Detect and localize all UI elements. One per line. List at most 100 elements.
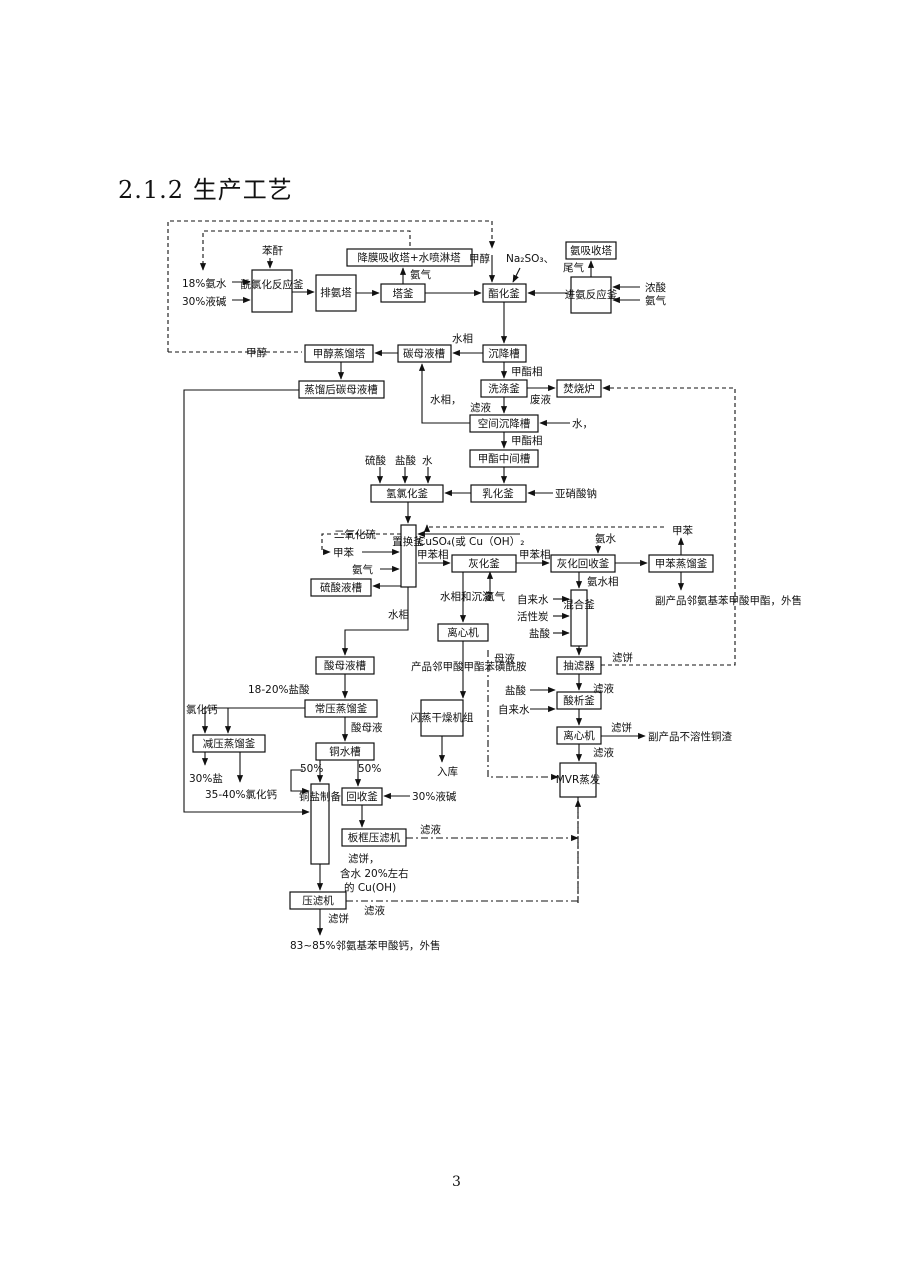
- svg-text:蒸馏后碳母液槽: 蒸馏后碳母液槽: [304, 383, 378, 396]
- svg-text:焚烧炉: 焚烧炉: [563, 382, 595, 395]
- svg-text:抽滤器: 抽滤器: [563, 659, 595, 672]
- label-filtrate4: 滤液: [420, 823, 441, 836]
- label-filtrate5: 滤液: [364, 904, 385, 917]
- svg-text:排氨塔: 排氨塔: [320, 286, 352, 299]
- label-caustic30b: 30%液碱: [412, 790, 457, 803]
- svg-text:MVR蒸发: MVR蒸发: [556, 773, 601, 786]
- svg-text:甲苯蒸馏釜: 甲苯蒸馏釜: [655, 557, 708, 570]
- node-recovery: 回收釜: [341, 787, 383, 806]
- node-ester-mid: 甲酯中间槽: [469, 449, 539, 468]
- label-hcl3: 盐酸: [505, 684, 526, 697]
- edge-copper-to-salt: [316, 759, 333, 783]
- label-ammonia-phase: 氨水相: [587, 575, 619, 588]
- label-ammonia-gas-right: 氨气: [645, 294, 666, 307]
- svg-text:氨吸收塔: 氨吸收塔: [570, 244, 612, 257]
- node-acid-mother: 酸母液槽: [315, 656, 375, 675]
- node-hydrochlorination: 氢氯化釜: [370, 484, 444, 503]
- label-methanol-left: 甲醇: [246, 346, 267, 359]
- svg-text:板框压滤机: 板框压滤机: [348, 831, 401, 844]
- svg-text:离心机: 离心机: [563, 729, 595, 742]
- label-50pct-a: 50%: [300, 763, 323, 775]
- label-byproduct2: 副产品不溶性铜渣: [648, 730, 732, 743]
- node-wash: 洗涤釜: [480, 379, 528, 398]
- svg-text:混合釜: 混合釜: [563, 598, 595, 611]
- label-filter-cake1: 滤饼: [612, 651, 633, 664]
- node-salt-prep: 铜盐制备: [299, 783, 341, 865]
- label-final-product: 83~85%邻氨基苯甲酸钙，外售: [290, 939, 441, 952]
- edge-settle2-to-mother: [418, 363, 470, 424]
- label-caustic30: 30%液碱: [182, 295, 227, 308]
- label-50pct-b: 50%: [358, 763, 381, 775]
- label-ammonia-gas4: 氨气: [484, 590, 505, 603]
- node-furnace: 焚烧炉: [556, 379, 602, 398]
- label-water1: 水，: [572, 418, 593, 430]
- label-so2: 二氧化硫: [334, 528, 376, 541]
- label-water-phase-precip: 水相和沉淀: [440, 590, 493, 603]
- node-dryer: 闪蒸干燥机组: [411, 699, 474, 737]
- node-plate-filter: 板框压滤机: [341, 828, 407, 847]
- page-number: 3: [452, 1174, 461, 1190]
- node-toluene-dist: 甲苯蒸馏釜: [648, 554, 714, 573]
- node-ammonia-recovery-tower: 排氨塔: [315, 274, 357, 312]
- edge-hp-to-vac: [224, 707, 305, 734]
- svg-text:减压蒸馏釜: 减压蒸馏釜: [203, 737, 256, 750]
- edge-cacl-feed: [201, 707, 232, 734]
- svg-text:灰化回收釜: 灰化回收釜: [557, 557, 610, 570]
- label-tap-water2: 自来水: [498, 703, 530, 716]
- svg-text:乳化釜: 乳化釜: [482, 487, 514, 500]
- svg-text:闪蒸干燥机组: 闪蒸干燥机组: [411, 711, 474, 724]
- svg-text:回收釜: 回收釜: [346, 790, 378, 803]
- node-pump: 抽滤器: [556, 656, 602, 675]
- node-acidify: 酸析釜: [556, 691, 602, 710]
- node-vac-dist: 减压蒸馏釜: [192, 734, 266, 753]
- label-methanol-top: 甲醇: [469, 252, 490, 265]
- label-waste: 废液: [530, 393, 551, 406]
- label-ester-phase2: 甲酯相: [511, 434, 543, 447]
- svg-text:铜盐制备: 铜盐制备: [299, 790, 341, 803]
- label-tail-gas: 尾气: [563, 261, 584, 274]
- edge-cake-to-furnace: [601, 384, 736, 666]
- edge-so2-loop: [321, 533, 401, 556]
- node-absorb-tower: 降膜吸收塔+水喷淋塔: [346, 248, 473, 267]
- label-benzene: 苯酐: [262, 244, 283, 257]
- label-conc-acid: 浓酸: [645, 281, 666, 294]
- label-sulfuric: 硫酸: [365, 454, 386, 467]
- edge-post-to-salt: [183, 389, 310, 816]
- node-press-filter: 压滤机: [289, 891, 347, 910]
- edge-toluene-return: [423, 524, 664, 532]
- edge-replace-to-acid-mother: [341, 587, 409, 656]
- svg-text:酸母液槽: 酸母液槽: [324, 659, 366, 672]
- node-tower-kettle: 塔釜: [380, 283, 426, 303]
- svg-text:酰氯化反应釜: 酰氯化反应釜: [241, 278, 304, 291]
- node-mixer: 混合釜: [563, 589, 595, 647]
- label-tap-water1: 自来水: [517, 593, 549, 606]
- label-ammonia-gas3: 氨气: [352, 563, 373, 576]
- label-water-content: 含水 20%左右: [340, 867, 409, 880]
- edge-loop-outer: [167, 220, 496, 352]
- svg-text:甲酯中间槽: 甲酯中间槽: [478, 452, 531, 465]
- label-byproduct1: 副产品邻氨基苯甲酸甲酯，外售: [655, 594, 802, 607]
- node-centrifuge2: 离心机: [556, 726, 602, 745]
- node-settle2: 空间沉降槽: [469, 414, 539, 433]
- label-ammonia18: 18%氨水: [182, 277, 227, 290]
- svg-text:常压蒸馏釜: 常压蒸馏釜: [315, 702, 368, 715]
- label-water-phase2: 水相，: [430, 393, 462, 406]
- label-hcl1: 盐酸: [395, 454, 416, 467]
- label-filter-cake4: 滤饼: [328, 912, 349, 925]
- label-mother-liquid: 母液: [494, 652, 515, 665]
- label-calcium-chloride: 氯化钙: [186, 703, 218, 716]
- label-water2: 水: [422, 455, 433, 467]
- label-product-o: 产品邻甲酸甲酯苯磺酰胺: [411, 660, 527, 673]
- svg-text:碳母液槽: 碳母液槽: [403, 347, 445, 360]
- edge-loop-inner: [199, 230, 411, 271]
- label-ammonia-water: 氨水: [595, 532, 616, 545]
- node-sulfuric-tank: 硫酸液槽: [310, 578, 372, 597]
- svg-text:进氨反应釜: 进氨反应釜: [565, 288, 618, 301]
- node-ash: 灰化釜: [451, 554, 517, 573]
- svg-text:氢氯化釜: 氢氯化釜: [386, 487, 428, 500]
- svg-text:压滤机: 压滤机: [302, 894, 334, 907]
- label-hcl-18-20: 18-20%盐酸: [248, 683, 310, 696]
- svg-text:离心机: 离心机: [447, 626, 479, 639]
- label-acid-mother-liq: 酸母液: [351, 721, 383, 734]
